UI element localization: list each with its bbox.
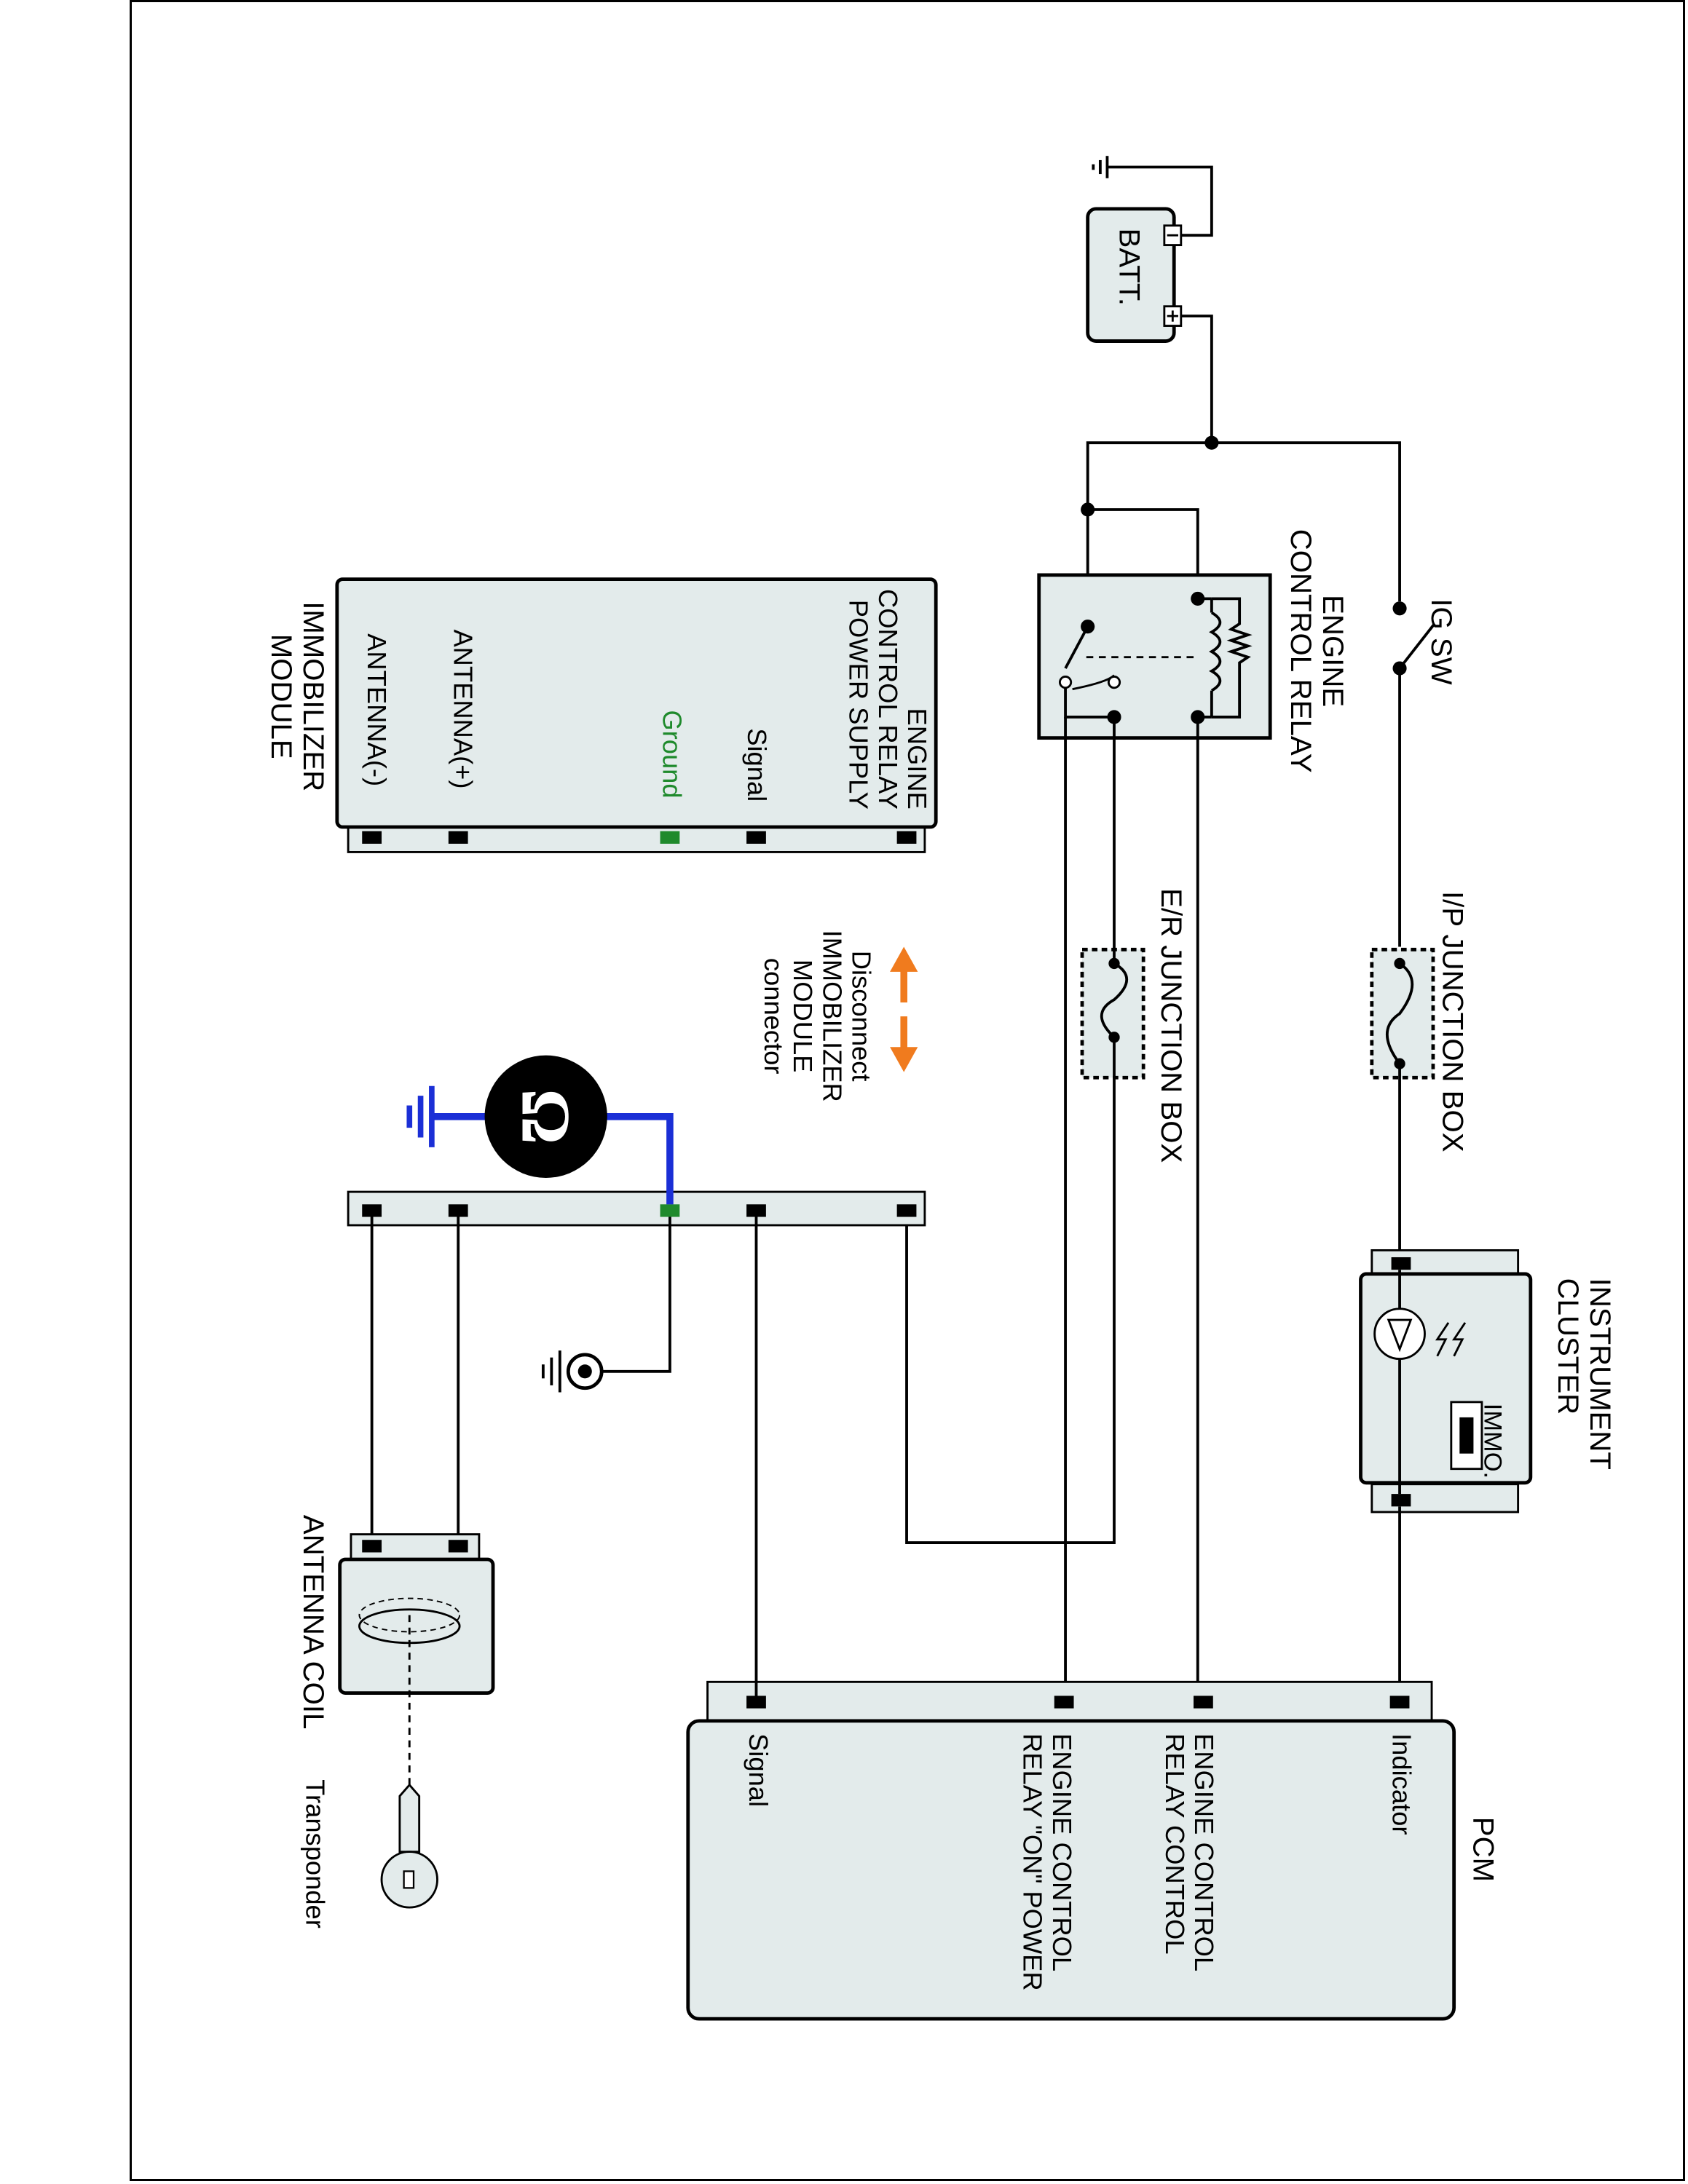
- svg-text:Ω: Ω: [508, 1089, 585, 1145]
- pcm-signal-label: Signal: [742, 1733, 772, 1808]
- ig-switch-label: IG SW: [1424, 598, 1457, 685]
- engine-control-relay: [1037, 573, 1272, 740]
- er-junction-box-label: E/R JUNCTION BOX: [1154, 888, 1187, 1163]
- transponder-key-icon: [380, 1783, 438, 1909]
- harness-connector: [347, 1190, 926, 1227]
- pcm: [686, 1680, 1456, 2021]
- pcm-relay-on-power-label: ENGINE CONTROL RELAY "ON" POWER: [1017, 1733, 1076, 1991]
- immo-indicator-label: IMMO.: [1479, 1403, 1507, 1479]
- immo-antenna-minus-label: ANTENNA(-): [360, 633, 390, 787]
- ig-switch-icon: [1392, 601, 1436, 947]
- ohmmeter-icon: Ω: [406, 1055, 674, 1205]
- pcm-label: PCM: [1466, 1816, 1499, 1883]
- instrument-cluster-label: INSTRUMENT CLUSTER: [1551, 1278, 1616, 1470]
- engine-control-relay-label: ENGINE CONTROL RELAY: [1284, 529, 1349, 773]
- pcm-indicator-label: Indicator: [1385, 1733, 1416, 1835]
- disconnect-instruction: Disconnect IMMOBILIZER MODULE connector: [757, 930, 875, 1102]
- battery-ground-icon: [1092, 156, 1213, 237]
- antenna-coil-label: ANTENNA COIL: [296, 1514, 329, 1730]
- er-junction-box: [905, 716, 1145, 1544]
- immo-signal-label: Signal: [741, 728, 770, 802]
- disconnect-arrows-icon: [890, 946, 918, 1072]
- ip-junction-box-label: I/P JUNCTION BOX: [1435, 891, 1468, 1152]
- immobilizer-module: [335, 577, 938, 853]
- immo-power-supply-label: ENGINE CONTROL RELAY POWER SUPPLY: [843, 588, 931, 810]
- immobilizer-module-label: IMMOBILIZER MODULE: [264, 601, 329, 792]
- antenna-coil: [338, 1533, 495, 1797]
- ip-junction-box: [1370, 947, 1435, 1251]
- immo-ground-label: Ground: [655, 710, 685, 799]
- pcm-relay-control-label: ENGINE CONTROL RELAY CONTROL: [1159, 1733, 1218, 1972]
- body-ground-icon: [541, 1216, 671, 1393]
- instrument-cluster: [1359, 1249, 1533, 1514]
- battery-label: BATT.: [1113, 228, 1145, 306]
- immo-antenna-plus-label: ANTENNA(+): [446, 629, 477, 789]
- transponder-label: Transponder: [299, 1779, 329, 1928]
